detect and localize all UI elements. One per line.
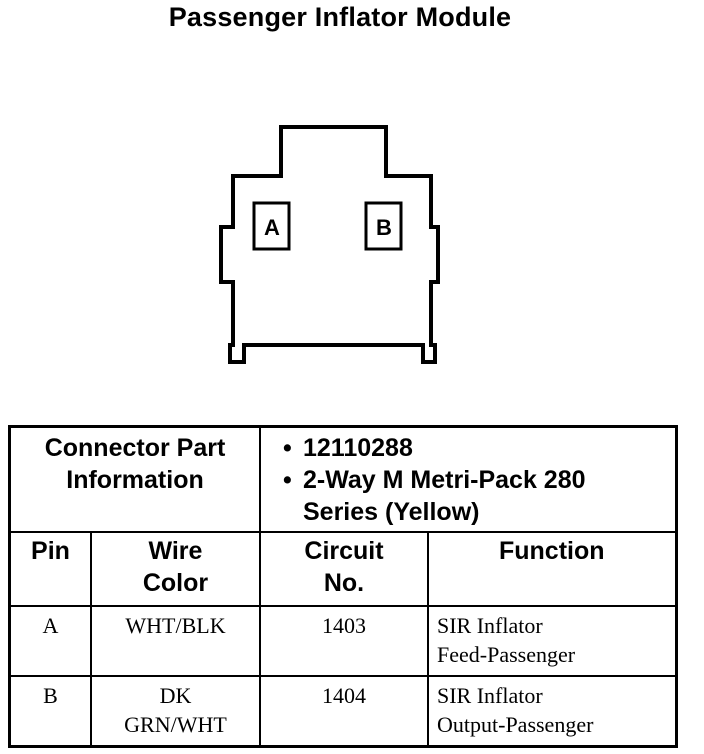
connector-type-line2: Series (Yellow)	[303, 498, 480, 526]
connector-info-table: Connector Part Information 12110288 2-Wa…	[8, 425, 678, 748]
diagram-title: Passenger Inflator Module	[168, 2, 512, 32]
circuit-cell: 1404	[259, 675, 429, 748]
part-info-label-cell: Connector Part Information	[8, 425, 261, 533]
pin-cell: B	[8, 675, 92, 748]
part-number-item: 12110288	[283, 432, 675, 464]
pin-label-b: B	[376, 215, 392, 240]
circuit-cell: 1403	[259, 605, 429, 677]
pin-cavity-a	[252, 201, 291, 251]
column-header-function: Function	[427, 531, 677, 607]
pin-cavity-b	[364, 201, 403, 251]
part-info-row: Connector Part Information 12110288 2-Wa…	[8, 425, 677, 533]
part-info-values-cell: 12110288 2-Way M Metri-Pack 280 Series (…	[259, 425, 677, 533]
connector-type-item: 2-Way M Metri-Pack 280 Series (Yellow)	[283, 464, 675, 528]
column-header-pin: Pin	[8, 531, 92, 607]
pin-cell: A	[8, 605, 92, 677]
connector-type-line1: 2-Way M Metri-Pack 280	[303, 466, 586, 494]
part-info-label-line2: Information	[66, 466, 204, 494]
part-info-label-line1: Connector Part	[44, 434, 226, 462]
connector-face-drawing: A B	[219, 125, 440, 364]
wire-color-cell: WHT/BLK	[89, 605, 262, 677]
pin-label-a: A	[264, 215, 280, 240]
